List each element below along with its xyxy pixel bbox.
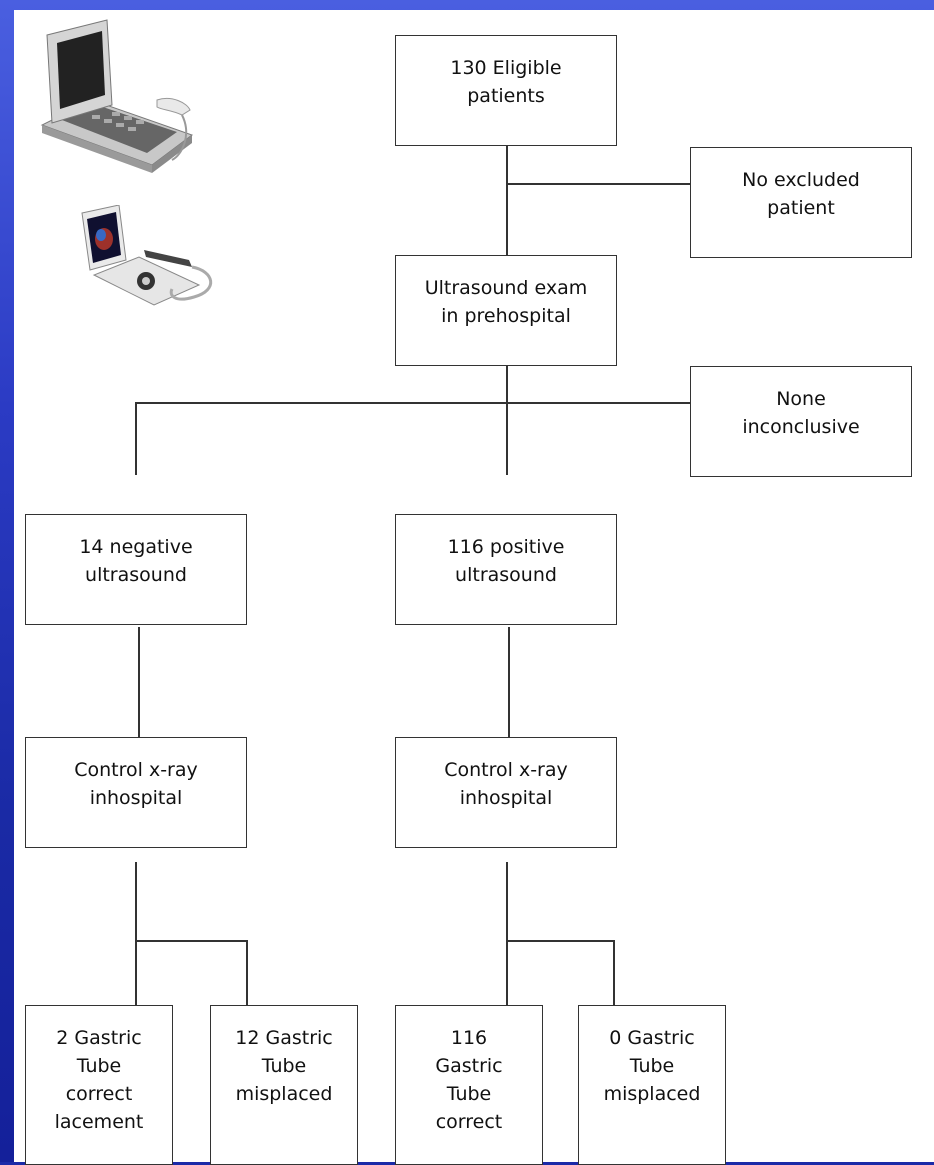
connector [613,940,615,1005]
control-xray-right-box: Control x-ray inhospital [395,737,617,848]
outcome-misplaced-left-box: 12 Gastric Tube misplaced [210,1005,358,1165]
connector [138,627,140,737]
connector [135,940,247,942]
outcome-misplaced-right-box: 0 Gastric Tube misplaced [578,1005,726,1165]
connector [135,402,137,475]
outcome-correct-right-label: 116 Gastric Tube correct [435,1027,503,1133]
outcome-correct-right-box: 116 Gastric Tube correct [395,1005,543,1165]
control-xray-left-box: Control x-ray inhospital [25,737,247,848]
control-xray-left-label: Control x-ray inhospital [74,759,198,809]
eligible-patients-label: 130 Eligible patients [450,57,562,107]
portable-ultrasound-machine [40,19,194,173]
connector [506,365,508,475]
excluded-label: No excluded patient [742,169,860,219]
pocket-ultrasound-device [81,205,213,306]
negative-ultrasound-box: 14 negative ultrasound [25,514,247,625]
connector [135,402,691,404]
flowchart-canvas: 130 Eligible patients No excluded patien… [14,10,934,1165]
outcome-misplaced-left-label: 12 Gastric Tube misplaced [235,1027,333,1105]
positive-ultrasound-label: 116 positive ultrasound [447,536,565,586]
connector [506,862,508,1005]
ultrasound-exam-label: Ultrasound exam in prehospital [424,277,588,327]
connector [506,145,508,255]
outcome-correct-placement-label: 2 Gastric Tube correct lacement [54,1027,144,1133]
connector [508,627,510,737]
negative-ultrasound-label: 14 negative ultrasound [79,536,193,586]
connector [246,940,248,1005]
ultrasound-exam-box: Ultrasound exam in prehospital [395,255,617,366]
control-xray-right-label: Control x-ray inhospital [444,759,568,809]
inconclusive-box: None inconclusive [690,366,912,477]
connector [506,940,614,942]
inconclusive-label: None inconclusive [742,388,860,438]
outcome-correct-placement-box: 2 Gastric Tube correct lacement [25,1005,173,1165]
positive-ultrasound-box: 116 positive ultrasound [395,514,617,625]
outcome-misplaced-right-label: 0 Gastric Tube misplaced [603,1027,701,1105]
connector [135,862,137,1005]
excluded-box: No excluded patient [690,147,912,258]
eligible-patients-box: 130 Eligible patients [395,35,617,146]
connector [506,183,691,185]
